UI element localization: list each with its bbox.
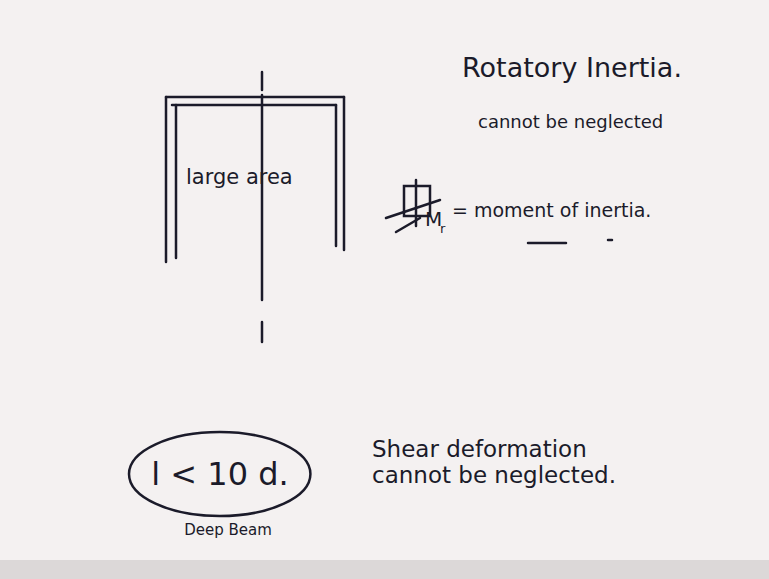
symbol-label: M xyxy=(425,208,442,231)
definition-note: = moment of inertia. xyxy=(452,200,651,222)
caption-text: Deep Beam xyxy=(184,522,272,539)
note-text: Shear deformation cannot be neglected. xyxy=(372,436,662,489)
symbol-subscript: r xyxy=(440,222,445,237)
circled-condition: l < 10 d. Deep Beam xyxy=(125,428,314,541)
region-label: large area xyxy=(186,165,306,189)
heading-note: Rotatory Inertia. xyxy=(462,52,682,83)
note-text: cannot be neglected xyxy=(478,112,663,133)
condition-text: l < 10 d. xyxy=(151,456,288,493)
